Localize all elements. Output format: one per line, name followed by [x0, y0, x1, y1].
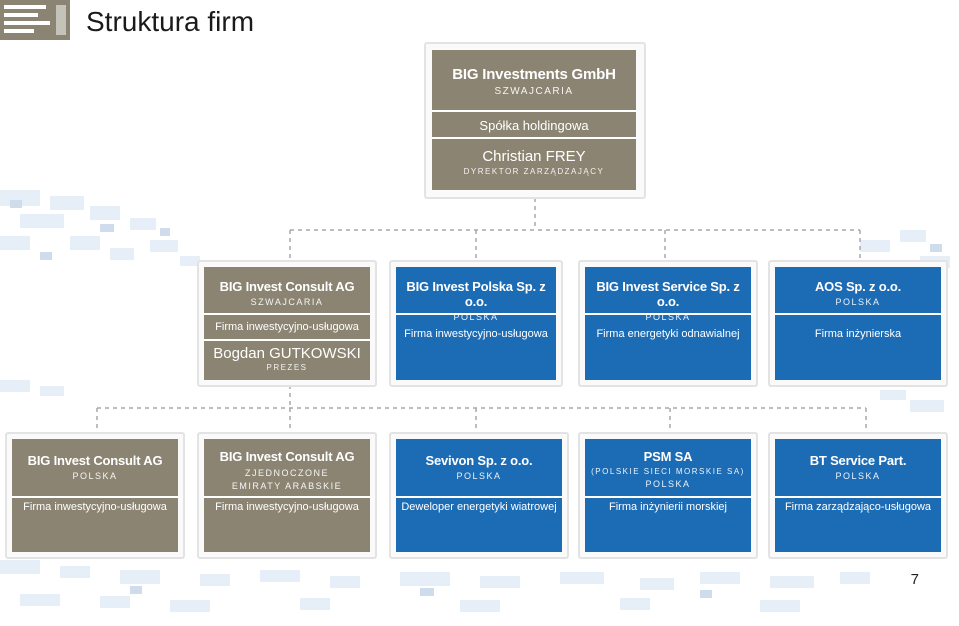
- root-role: DYREKTOR ZARZĄDZAJĄCY: [463, 167, 605, 176]
- page-title: Struktura firm: [86, 6, 255, 37]
- node-divider: [775, 496, 941, 498]
- root-node: BIG Investments GmbH SZWAJCARIA Spółka h…: [432, 50, 636, 190]
- node-divider: [585, 496, 751, 498]
- node-name: BT Service Part.: [809, 453, 907, 468]
- node-name: BIG Invest Polska Sp. z o.o.: [406, 279, 546, 309]
- node-description: Deweloper energetyki wiatrowej: [401, 501, 557, 513]
- node-description: Firma inżynierska: [814, 328, 902, 340]
- node-name: BIG Invest Service Sp. z o.o.: [596, 279, 740, 309]
- node-divider: [204, 496, 370, 498]
- node-description: Firma inwestycyjno-usługowa: [215, 321, 359, 333]
- level3-node-1: BIG Invest Consult AG POLSKA Firma inwes…: [12, 439, 178, 552]
- node-name: BIG Invest Consult AG: [27, 453, 163, 468]
- node-divider: [775, 313, 941, 315]
- node-person: Bogdan GUTKOWSKI: [213, 345, 361, 362]
- node-country: POLSKA: [645, 479, 691, 489]
- node-name: AOS Sp. z o.o.: [814, 279, 902, 294]
- node-name: BIG Invest Consult AG: [219, 279, 355, 294]
- node-description: Firma inżynierii morskiej: [609, 501, 727, 513]
- level3-node-2: BIG Invest Consult AG ZJEDNOCZONE EMIRAT…: [204, 439, 370, 552]
- node-country: POLSKA: [645, 312, 691, 322]
- node-divider: [396, 496, 562, 498]
- node-divider-2: [204, 339, 370, 341]
- root-name: BIG Investments GmbH: [452, 66, 616, 83]
- node-divider: [585, 313, 751, 315]
- node-description: Firma energetyki odnawialnej: [596, 328, 740, 340]
- node-name: Sevivon Sp. z o.o.: [425, 453, 533, 468]
- level2-node-3: BIG Invest Service Sp. z o.o. POLSKA Fir…: [585, 267, 751, 380]
- node-subname: (POLSKIE SIECI MORSKIE SA): [591, 467, 745, 476]
- level3-node-4: PSM SA (POLSKIE SIECI MORSKIE SA) POLSKA…: [585, 439, 751, 552]
- level2-node-4: AOS Sp. z o.o. POLSKA Firma inżynierska: [775, 267, 941, 380]
- node-country: POLSKA: [72, 471, 118, 481]
- page-number: 7: [910, 571, 919, 588]
- node-country: POLSKA: [453, 312, 499, 322]
- node-description: Firma inwestycyjno-usługowa: [404, 328, 548, 340]
- root-divider: [432, 110, 636, 112]
- node-name: BIG Invest Consult AG: [219, 449, 355, 464]
- node-divider: [396, 313, 556, 315]
- node-country: SZWAJCARIA: [250, 297, 324, 307]
- level3-node-5: BT Service Part. POLSKA Firma zarządzają…: [775, 439, 941, 552]
- root-person: Christian FREY: [482, 148, 586, 165]
- root-country: SZWAJCARIA: [494, 86, 574, 97]
- root-description: Spółka holdingowa: [479, 118, 589, 133]
- level2-node-1: BIG Invest Consult AG SZWAJCARIA Firma i…: [204, 267, 370, 380]
- node-divider: [204, 313, 370, 315]
- node-description: Firma zarządzająco-usługowa: [784, 501, 932, 513]
- level2-node-2: BIG Invest Polska Sp. z o.o. POLSKA Firm…: [396, 267, 556, 380]
- node-country: POLSKA: [835, 297, 881, 307]
- root-divider-2: [432, 137, 636, 139]
- company-logo: [0, 0, 70, 40]
- node-divider: [12, 496, 178, 498]
- node-country: POLSKA: [835, 471, 881, 481]
- node-description: Firma inwestycyjno-usługowa: [23, 501, 167, 513]
- node-name: PSM SA: [643, 449, 693, 464]
- level3-node-3: Sevivon Sp. z o.o. POLSKA Deweloper ener…: [396, 439, 562, 552]
- node-description: Firma inwestycyjno-usługowa: [215, 501, 359, 513]
- node-country: ZJEDNOCZONE EMIRATY ARABSKIE: [231, 468, 343, 491]
- node-country: POLSKA: [456, 471, 502, 481]
- node-role: PREZES: [266, 363, 308, 372]
